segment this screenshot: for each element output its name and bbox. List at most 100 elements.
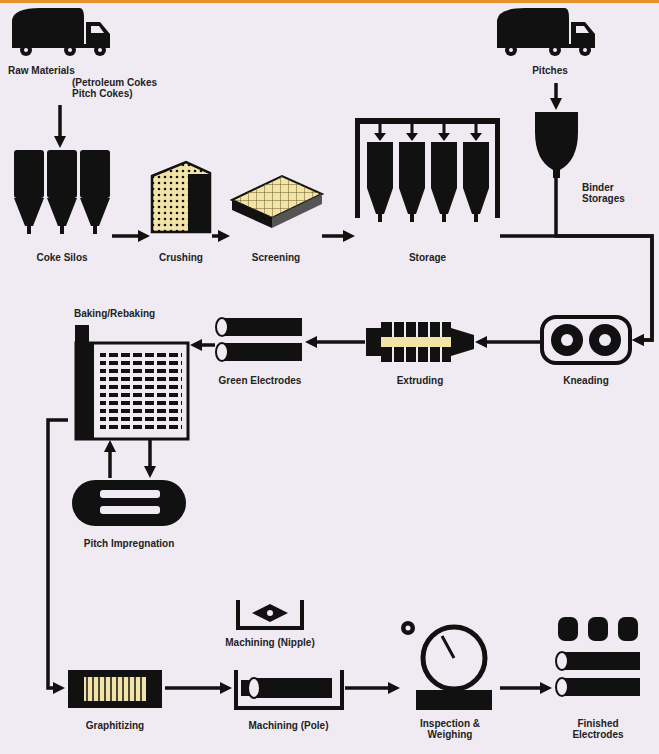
baking-furnace-part bbox=[76, 343, 94, 439]
flow-arrow bbox=[345, 686, 392, 690]
crusher-part bbox=[188, 174, 210, 232]
storage-silos-part bbox=[470, 133, 482, 141]
process-station: Inspection & Weighing bbox=[400, 620, 500, 712]
flow-arrow bbox=[48, 420, 68, 688]
process-station: Machining (Nipple) bbox=[235, 595, 305, 632]
coke-silos-part bbox=[27, 226, 31, 234]
storage-silos-part bbox=[367, 142, 393, 188]
graphitizing-furnace-part bbox=[84, 677, 146, 701]
extruder bbox=[366, 322, 474, 362]
flow-arrow bbox=[198, 343, 215, 347]
storage-silos-part bbox=[495, 118, 500, 218]
flow-arrow bbox=[112, 234, 142, 238]
weighing-scale-part bbox=[442, 636, 454, 658]
flow-lines bbox=[48, 83, 652, 688]
coke-silos-part bbox=[14, 198, 44, 226]
extruder-part bbox=[451, 328, 474, 356]
flow-arrow bbox=[500, 686, 544, 690]
process-station: Raw Materials(Petroleum Cokes Pitch Coke… bbox=[5, 5, 165, 105]
process-station: Storage bbox=[355, 118, 500, 240]
green-electrode-cylinders-part bbox=[222, 318, 302, 336]
station-label: Storage bbox=[409, 252, 446, 263]
finished-electrodes-part bbox=[562, 652, 640, 670]
nipple-lathe-part bbox=[252, 604, 288, 622]
process-station: Extruding bbox=[365, 318, 475, 365]
coke-silos-part bbox=[80, 198, 110, 226]
flow-arrow bbox=[322, 234, 347, 238]
process-station: Green Electrodes bbox=[215, 315, 305, 365]
station-label: Finished Electrodes bbox=[565, 718, 631, 740]
nipple-lathe bbox=[238, 600, 302, 628]
storage-silos-part bbox=[410, 214, 414, 222]
station-label: Pitches bbox=[490, 65, 610, 76]
weighing-scale-part bbox=[423, 627, 485, 689]
storage-silos-part bbox=[406, 133, 418, 141]
coke-silos-part bbox=[14, 150, 44, 198]
process-station: Finished Electrodes bbox=[552, 615, 645, 712]
coke-silos-part bbox=[80, 150, 110, 198]
station-label: Graphitizing bbox=[86, 720, 144, 731]
pole-lathe bbox=[236, 670, 342, 708]
graphitizing-furnace-part bbox=[84, 677, 146, 701]
station-label: Screening bbox=[252, 252, 300, 263]
binder-hopper-part bbox=[535, 112, 578, 178]
process-station: Pitch Impregnation bbox=[70, 478, 188, 528]
extruder-part bbox=[381, 322, 451, 362]
coke-silos-part bbox=[47, 150, 77, 198]
station-label: Raw Materials bbox=[8, 65, 75, 76]
green-electrode-cylinders-part bbox=[216, 343, 228, 361]
green-electrode-cylinders-part bbox=[222, 343, 302, 361]
top-rule bbox=[0, 0, 659, 3]
flow-arrow bbox=[556, 178, 652, 340]
storage-silos-part bbox=[431, 142, 457, 188]
flow-arrow bbox=[165, 686, 224, 690]
storage-silos-part bbox=[463, 142, 489, 188]
process-station: Baking/Rebaking bbox=[68, 325, 190, 440]
impregnation-vessel-part bbox=[100, 506, 160, 514]
weighing-scale-part bbox=[416, 690, 492, 710]
coke-silos-part bbox=[60, 226, 64, 234]
kneader-part bbox=[589, 324, 621, 356]
extruder-part bbox=[381, 337, 451, 347]
baking-furnace bbox=[75, 325, 188, 439]
flow-arrow bbox=[58, 105, 62, 140]
storage-silos-part bbox=[378, 214, 382, 222]
process-station: Machining (Pole) bbox=[232, 665, 345, 712]
process-station: Crushing bbox=[150, 160, 212, 240]
flow-arrow bbox=[212, 234, 222, 238]
impregnation-vessel bbox=[72, 480, 186, 526]
finished-electrodes-part bbox=[556, 652, 568, 670]
pole-lathe-part bbox=[248, 678, 260, 698]
flow-arrow bbox=[483, 340, 540, 344]
pole-lathe-part bbox=[236, 670, 342, 708]
screen-tray-part bbox=[232, 200, 272, 228]
station-label: (Petroleum Cokes Pitch Cokes) bbox=[72, 77, 164, 99]
pitch-truck bbox=[497, 8, 595, 56]
kneader-part bbox=[542, 317, 630, 363]
process-station: Screening bbox=[230, 170, 322, 240]
storage-silos-part bbox=[431, 188, 457, 214]
graphitizing-furnace-part bbox=[68, 670, 162, 708]
storage-silos-part bbox=[399, 188, 425, 214]
station-label: Crushing bbox=[159, 252, 203, 263]
station-label: Pitch Impregnation bbox=[84, 538, 175, 549]
storage-silos-part bbox=[442, 214, 446, 222]
station-label: Kneading bbox=[563, 375, 609, 386]
finished-electrodes-part bbox=[618, 617, 638, 641]
kneader-part bbox=[561, 334, 573, 346]
coke-silos-part bbox=[47, 198, 77, 226]
process-station: Coke Silos bbox=[12, 148, 112, 240]
storage-silos-part bbox=[374, 133, 386, 141]
nipple-lathe-part bbox=[267, 610, 273, 616]
weighing-scale bbox=[401, 621, 492, 710]
flow-arrow bbox=[554, 83, 558, 102]
green-electrode-cylinders bbox=[216, 318, 302, 361]
flow-arrow bbox=[500, 236, 652, 340]
weighing-scale-part bbox=[401, 621, 415, 635]
station-label: Coke Silos bbox=[36, 252, 87, 263]
storage-silos-part bbox=[463, 188, 489, 214]
coke-silos-part bbox=[93, 226, 97, 234]
station-label: Baking/Rebaking bbox=[74, 308, 155, 319]
